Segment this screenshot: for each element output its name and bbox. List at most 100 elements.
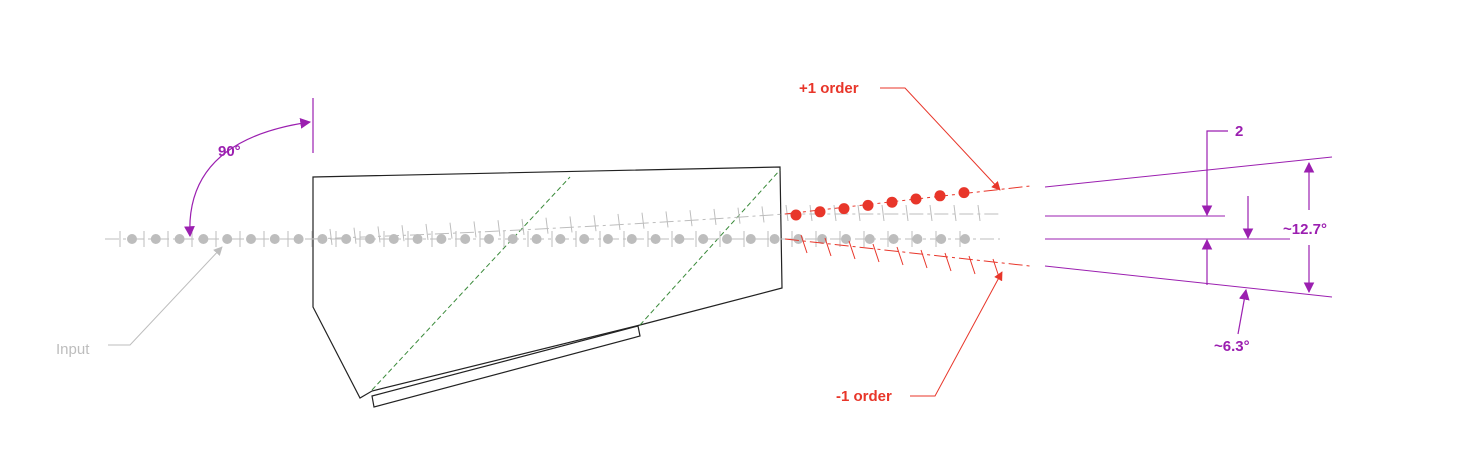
polarization-dot [769, 234, 780, 244]
diffracted-orders [784, 185, 1031, 278]
polarization-dot [960, 234, 970, 244]
plus-order-dot [814, 206, 826, 218]
polarization-dot [531, 234, 542, 244]
plus-order-dot [886, 196, 898, 208]
minus-order-output [1044, 265, 1333, 298]
polarization-dot [269, 234, 280, 244]
polarization-tick [953, 204, 957, 222]
polarization-dot [436, 234, 447, 244]
polarization-dot [722, 234, 732, 244]
polarization-dot [341, 234, 352, 244]
plus-order-dot [958, 187, 970, 199]
minus-order-tick [896, 246, 904, 266]
angle-12-7-label: ~12.7° [1283, 221, 1327, 238]
polarization-tick [401, 225, 405, 242]
plus-order-output [1044, 156, 1333, 188]
polarization-dot [936, 234, 947, 244]
polarization-tick [785, 204, 789, 222]
angle-90-label: 90° [218, 143, 241, 160]
dimension-2 [1201, 130, 1254, 285]
polarization-tick [353, 227, 357, 244]
polarization-dot [246, 234, 256, 244]
polarization-dot [150, 234, 161, 244]
input-leader [108, 246, 223, 346]
polarization-dot [412, 234, 423, 244]
acoustic-wavefront-line [639, 169, 781, 326]
polarization-tick [569, 216, 573, 233]
polarization-dot [555, 234, 566, 244]
minus-order-ticks [800, 234, 1000, 278]
minus-order-tick [944, 252, 952, 272]
undiffracted-path [309, 213, 1000, 240]
polarization-dot [484, 234, 494, 244]
polarization-tick [617, 213, 621, 231]
polarization-tick [857, 204, 861, 222]
polarization-tick [545, 217, 549, 234]
acoustic-wavefront-line [371, 176, 571, 391]
polarization-tick [737, 207, 741, 224]
polarization-dot [127, 234, 137, 244]
minus-order-label: -1 order [836, 388, 892, 405]
polarization-tick [377, 226, 381, 243]
input-beam-markers [119, 204, 981, 247]
crystal-body [312, 166, 783, 408]
polarization-tick [977, 204, 981, 222]
input-label: Input [56, 341, 90, 358]
polarization-dot [198, 234, 209, 244]
polarization-tick [929, 204, 933, 222]
polarization-dot [222, 234, 233, 244]
minus-order-tick [824, 237, 832, 257]
minus-order-tick [920, 249, 928, 269]
polarization-tick [593, 215, 597, 232]
polarization-dot [317, 234, 328, 244]
plus-order-dot [862, 199, 874, 211]
plus-order-dot [910, 193, 922, 205]
polarization-tick [809, 204, 813, 222]
polarization-tick [449, 222, 453, 239]
polarization-dot [674, 234, 685, 244]
minus-order-tick [992, 258, 1000, 278]
polarization-tick [713, 208, 717, 226]
polarization-tick [329, 228, 333, 246]
polarization-dot [579, 234, 590, 244]
plus-order-label: +1 order [799, 80, 859, 97]
minus-order-tick [872, 243, 880, 263]
plus-order-dot [838, 203, 850, 215]
plus-order-dot [790, 209, 802, 221]
polarization-dot [745, 234, 756, 244]
plus-order-dot [934, 190, 946, 202]
minus-order-line [784, 238, 1031, 267]
polarization-dot [388, 234, 399, 244]
polarization-tick [689, 210, 693, 227]
polarization-tick [833, 204, 837, 222]
minus-order-tick [848, 240, 856, 260]
plus-order-line [784, 185, 1031, 215]
polarization-tick [497, 220, 501, 237]
transducer-plate [371, 325, 641, 408]
polarization-tick [881, 204, 885, 222]
polarization-tick [521, 218, 525, 236]
polarization-dot [650, 234, 661, 244]
angle-6-3-label: ~6.3° [1214, 338, 1250, 355]
polarization-dot [864, 234, 875, 244]
dimension-2-label: 2 [1235, 123, 1243, 140]
plus-order-leader [880, 87, 1001, 191]
polarization-dot [603, 234, 613, 244]
rotation-arc-90 [184, 118, 312, 238]
minus-order-tick [968, 255, 976, 275]
polarization-dot [174, 234, 185, 244]
polarization-dot [626, 234, 637, 244]
polarization-tick [905, 204, 909, 222]
polarization-dot [698, 234, 709, 244]
polarization-dot [293, 234, 304, 244]
polarization-dot [460, 234, 471, 244]
polarization-dot [888, 234, 899, 244]
minus-order-tick [800, 234, 808, 254]
polarization-dot [841, 234, 851, 244]
polarization-tick [641, 212, 645, 229]
polarization-dot [817, 234, 828, 244]
angle-6-3-leader [1237, 288, 1250, 335]
polarization-dot [507, 234, 518, 244]
polarization-tick [473, 221, 477, 238]
